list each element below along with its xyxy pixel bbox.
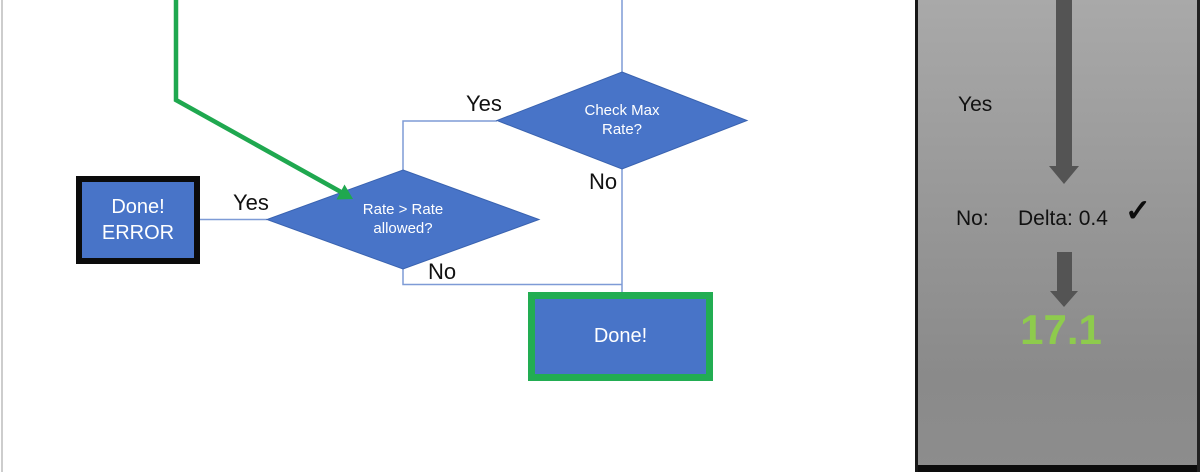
panel-no-label: No: [956, 207, 989, 230]
green-path-arrowhead-icon [336, 184, 353, 200]
panel-delta-value: Delta: 0.4 [1018, 207, 1108, 230]
panel-yes-label: Yes [958, 93, 993, 116]
label-yes-check-max: Yes [466, 91, 502, 116]
label-no-check-max: No [589, 169, 618, 194]
done-box: Done! [528, 292, 713, 381]
diamond-check-max-rate [495, 71, 749, 170]
connector-checkmax-yes-to-rate-allowed [402, 120, 497, 170]
diamond-rate-allowed [265, 169, 541, 270]
done-box-label: Done! [593, 325, 648, 347]
flowchart-graphics [173, 0, 749, 292]
panel-down-arrow-2-head-icon [1050, 291, 1078, 307]
label-yes-rate-allowed: Yes [233, 190, 269, 215]
checkmark-icon: ✓ [1125, 193, 1151, 228]
panel-down-arrow-1-shaft [1056, 0, 1072, 167]
panel-down-arrow-2-shaft [1057, 252, 1072, 292]
done-error-line1: Done! [111, 196, 165, 218]
slide-left-edge-line [1, 0, 3, 472]
label-no-rate-allowed: No [428, 259, 457, 284]
green-path-arrow-line [173, 0, 343, 194]
panel-result-value: 17.1 [1020, 306, 1102, 353]
done-error-box: Done! ERROR [76, 176, 200, 264]
panel-bottom-bar [918, 465, 1197, 472]
side-panel: Yes No: Delta: 0.4 ✓ 17.1 [915, 0, 1200, 472]
panel-down-arrow-1-head-icon [1049, 166, 1079, 184]
connector-rate-allowed-no-to-done [402, 269, 622, 286]
done-error-line2: ERROR [101, 222, 175, 244]
